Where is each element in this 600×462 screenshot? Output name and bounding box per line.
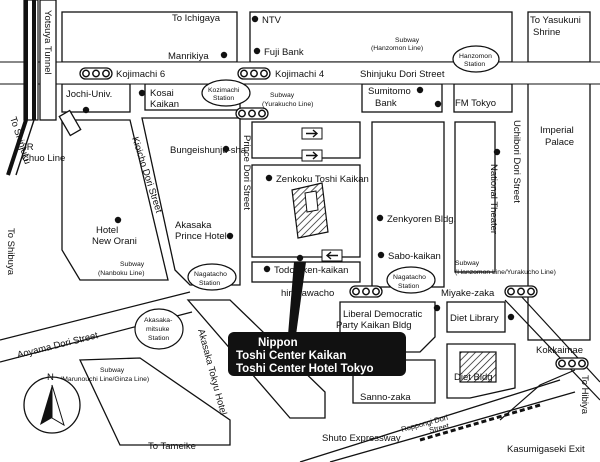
label-akasaka-mitsuke-3: Station: [148, 335, 169, 342]
callout-line1: Nippon: [258, 337, 298, 349]
label-bungeishunju: Bungeishunju-sha: [170, 145, 247, 156]
traffic-signals: [79, 67, 589, 370]
station-markers: [134, 45, 500, 350]
signal-kojimachi4-icon: [237, 67, 271, 80]
label-jr: JR: [22, 142, 34, 153]
label-akasaka-prince-2: Prince Hotel: [175, 231, 227, 242]
label-hanzomon-1: Hanzomon: [459, 53, 492, 60]
label-hirakawacho: hirakawacho: [281, 288, 334, 299]
label-hy-subway-2: (Hanzomon Line/Yurakucho Line): [455, 269, 556, 276]
label-sanno-zaka: Sanno-zaka: [360, 392, 411, 403]
label-prince-dori: Prince Dori Street: [241, 135, 252, 210]
label-zenkoku: Zenkoku Toshi Kaikan: [276, 174, 369, 185]
label-kasumigaseki-exit: Kasumigaseki Exit: [507, 444, 585, 455]
label-miyake-zaka: Miyake-zaka: [441, 288, 495, 299]
signal-hirakawacho-icon: [349, 285, 383, 298]
label-nagatacho-e-2: Station: [398, 283, 419, 290]
label-to-shibuya: To Shibuya: [5, 228, 16, 276]
signal-kokkaimae-icon: [555, 357, 589, 370]
label-shinjuku-dori: Shinjuku Dori Street: [360, 69, 445, 80]
label-hy-subway-1: Subway: [455, 260, 480, 267]
label-kosai-1: Kosai: [150, 88, 174, 99]
diet-building-shape: [459, 351, 497, 383]
callout-line2: Toshi Center Kaikan: [236, 350, 346, 362]
label-kojimachi4: Kojimachi 4: [275, 69, 324, 80]
label-chuo-line: Chuo Line: [22, 153, 65, 164]
label-zenkyoren: Zenkyoren Bldg.: [387, 214, 456, 225]
label-akasaka-prince-1: Akasaka: [175, 220, 212, 231]
label-kosai-2: Kaikan: [150, 99, 179, 110]
label-mg-subway-2: (Marunouchi Line/Ginza Line): [60, 376, 149, 383]
label-national-theater: National Theater: [488, 164, 499, 234]
label-nagatacho-w-1: Nagatacho: [194, 271, 227, 278]
akasaka-mitsuke-marker: [134, 308, 184, 350]
label-jochi-univ: Jochi-Univ.: [66, 89, 112, 100]
label-to-yasukuni: To Yasukuni: [530, 15, 581, 26]
label-sumitomo-1: Sumitomo: [368, 86, 411, 97]
landmark-dots: [82, 15, 515, 321]
label-imperial-2: Palace: [545, 137, 574, 148]
label-shuto-expressway: Shuto Expressway: [322, 433, 401, 444]
nagatacho-west-marker: [187, 263, 237, 291]
compass-north-label: N: [47, 372, 54, 383]
label-sabo-kaikan: Sabo-kaikan: [388, 251, 441, 262]
hatched-buildings: [291, 182, 497, 383]
label-hanzomon-2: Station: [464, 61, 485, 68]
compass-icon: N: [23, 372, 81, 434]
hotel-callout: Nippon Toshi Center Kaikan Toshi Center …: [228, 332, 406, 376]
label-nagatacho-w-2: Station: [199, 280, 220, 287]
label-mg-subway-1: Subway: [100, 367, 125, 374]
label-ntv: NTV: [262, 15, 282, 26]
callout-line3: Toshi Center Hotel Tokyo: [236, 363, 374, 375]
label-fuji-bank: Fuji Bank: [264, 47, 304, 58]
label-hanzomon-subway-2: (Hanzomon Line): [371, 45, 423, 52]
label-yurakucho-subway-2: (Yurakucho Line): [262, 101, 313, 108]
label-nanboku-subway-1: Subway: [120, 261, 145, 268]
label-todofuken: Todofuken-kaikan: [274, 265, 348, 276]
hanzomon-station-marker: [452, 45, 500, 73]
label-diet-bldg: Diet Bldg: [454, 372, 493, 383]
callout-box: [228, 332, 406, 376]
label-hotel-new-orani-2: New Orani: [92, 236, 137, 247]
label-nanboku-subway-2: (Nanboku Line): [98, 270, 144, 277]
label-to-ichigaya: To Ichigaya: [172, 13, 221, 24]
nagatacho-east-marker: [386, 266, 436, 294]
label-sumitomo-2: Bank: [375, 98, 397, 109]
signal-miyake-zaka-icon: [504, 285, 538, 298]
label-kozimachi-1: Kozimachi: [208, 87, 240, 94]
label-ldp-1: Liberal Democratic: [343, 309, 422, 320]
label-nagatacho-e-1: Nagatacho: [393, 274, 426, 281]
label-manrikiya: Manrikiya: [168, 51, 209, 62]
label-to-tameike: To Tameike: [148, 441, 196, 452]
label-kojimachi6: Kojimachi 6: [116, 69, 165, 80]
callout-leader: [288, 262, 306, 335]
signal-kojimachi6-icon: [79, 67, 113, 80]
signal-prince-north-icon: [235, 107, 269, 120]
label-akasaka-mitsuke-2: mitsuke: [146, 326, 170, 333]
one-way-arrows: [301, 127, 343, 262]
label-uchibori-dori: Uchibori Dori Street: [511, 120, 522, 203]
label-diet-library: Diet Library: [450, 313, 499, 324]
label-kozimachi-2: Station: [213, 95, 234, 102]
label-akasaka-mitsuke-1: Akasaka-: [144, 317, 172, 324]
label-fm-tokyo: FM Tokyo: [455, 98, 496, 109]
label-ldp-2: Party Kaikan Bldg: [336, 320, 412, 331]
label-yotsuya-tunnel: Yotsuya Tunnel: [42, 10, 53, 75]
label-to-hibiya: To Hibiya: [579, 375, 590, 415]
label-hanzomon-subway-1: Subway: [395, 37, 420, 44]
label-imperial-1: Imperial: [540, 125, 574, 136]
label-hotel-new-orani-1: Hotel: [96, 225, 118, 236]
label-yurakucho-subway-1: Subway: [270, 92, 295, 99]
kozimachi-station-marker: [201, 79, 251, 107]
label-kokkaimae: Kokkaimae: [536, 345, 583, 356]
label-yasukuni-shrine: Shrine: [533, 27, 560, 38]
